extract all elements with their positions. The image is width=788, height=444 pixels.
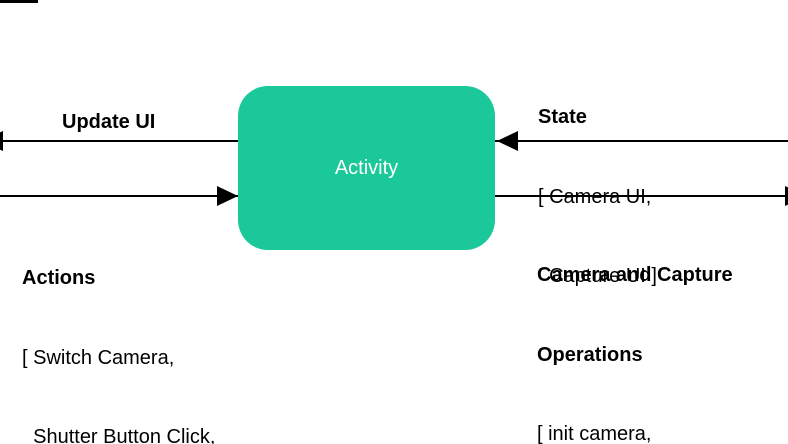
crop-artifact-bar xyxy=(0,0,38,3)
state-block: State [ Camera UI, Capture UI ] xyxy=(538,51,657,343)
actions-line: Shutter Button Click, xyxy=(22,426,216,444)
state-line: [ Camera UI, xyxy=(538,185,652,208)
state-line: Capture UI ] xyxy=(538,265,657,287)
update-ui-arrowhead-icon xyxy=(0,131,3,151)
activity-node-label: Activity xyxy=(334,157,399,179)
activity-node: Activity xyxy=(238,86,495,250)
operations-title: Camera and Capture xyxy=(537,264,733,286)
state-title: State xyxy=(538,106,587,128)
operations-block: Camera and Capture Operations [ init cam… xyxy=(537,209,733,444)
actions-line: [ Switch Camera, xyxy=(22,346,175,369)
actions-block: Actions [ Switch Camera, Shutter Button … xyxy=(22,212,264,444)
actions-arrowhead-icon xyxy=(217,186,238,206)
state-arrowhead-icon xyxy=(497,131,518,151)
update-ui-label: Update UI xyxy=(62,111,156,133)
operations-line: [ init camera, xyxy=(537,423,652,444)
actions-title: Actions xyxy=(22,267,96,289)
operations-title: Operations xyxy=(537,343,643,366)
operations-arrowhead-icon xyxy=(785,186,788,206)
